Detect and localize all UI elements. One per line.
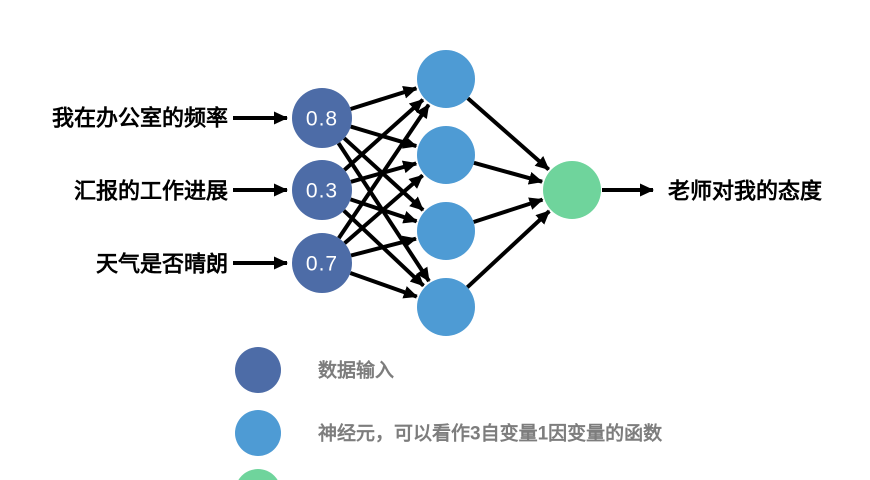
- legend: 数据输入 神经元，可以看作3自变量1因变量的函数: [235, 347, 663, 480]
- input-label-office-frequency: 我在办公室的频率: [52, 106, 228, 131]
- connection-arrow: [349, 86, 418, 111]
- input-node-value: 0.3: [306, 180, 338, 203]
- output-label: 老师对我的态度: [667, 179, 823, 204]
- connection-arrow: [472, 197, 544, 224]
- legend-swatch-neuron: [235, 410, 281, 456]
- legend-swatch-output: [238, 469, 278, 480]
- input-label-weather: 天气是否晴朗: [96, 252, 228, 277]
- connection-arrow: [337, 103, 431, 240]
- connection-arrow: [350, 235, 417, 258]
- connection-arrow: [343, 173, 424, 245]
- input-label-work-progress: 汇报的工作进展: [74, 179, 228, 204]
- connection-arrow: [465, 209, 551, 289]
- connection-arrow: [473, 160, 544, 185]
- connection-arrow: [343, 98, 425, 172]
- connection-arrow: [349, 271, 418, 299]
- input-node-values: 0.8 0.3 0.7: [306, 108, 338, 276]
- connection-arrow: [466, 96, 551, 172]
- input-node-value: 0.8: [306, 108, 338, 131]
- output-node: [543, 161, 601, 219]
- input-node-value: 0.7: [306, 253, 338, 276]
- hidden-node: [417, 126, 475, 184]
- legend-label-input: 数据输入: [318, 359, 394, 382]
- input-nodes: [292, 88, 352, 293]
- hidden-node: [417, 50, 475, 108]
- input-labels: 我在办公室的频率 汇报的工作进展 天气是否晴朗: [52, 106, 228, 277]
- input-arrows: [233, 111, 288, 270]
- legend-swatch-input: [235, 347, 281, 393]
- hidden-node: [417, 278, 475, 336]
- input-hidden-connections: [336, 86, 431, 299]
- hidden-nodes: [417, 50, 475, 336]
- hidden-node: [417, 202, 475, 260]
- input-node: [292, 233, 352, 293]
- input-node: [292, 88, 352, 148]
- hidden-output-connections: [465, 96, 551, 289]
- input-node: [292, 160, 352, 220]
- legend-label-neuron: 神经元，可以看作3自变量1因变量的函数: [318, 422, 663, 445]
- legend-labels: 数据输入 神经元，可以看作3自变量1因变量的函数: [318, 359, 663, 445]
